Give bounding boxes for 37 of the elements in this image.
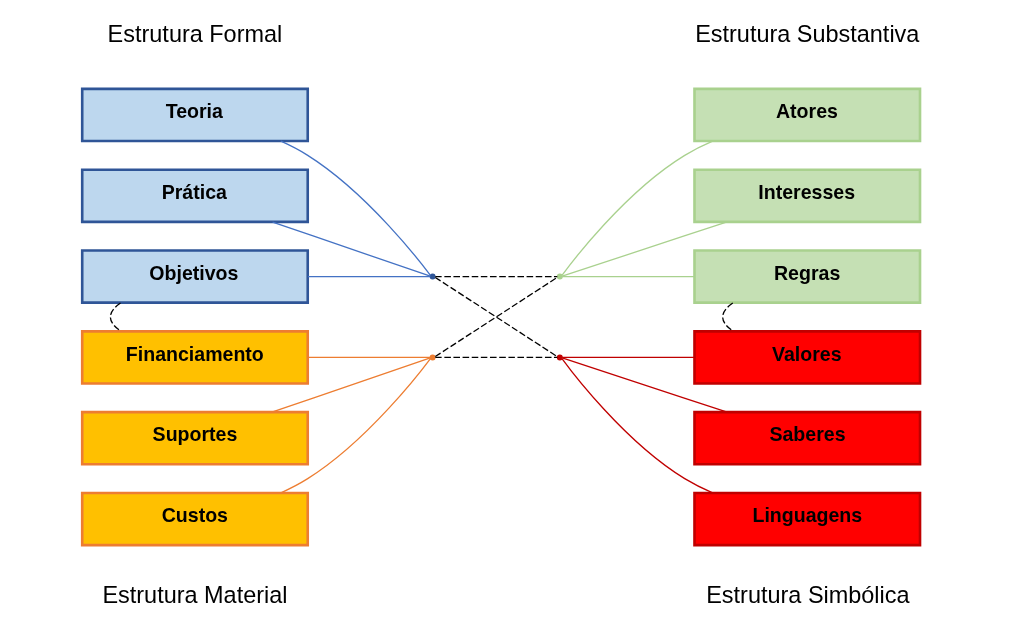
connector (561, 358, 713, 494)
node-box: Teoria (80, 87, 309, 143)
node-box: Objetivos (80, 249, 309, 304)
node-box: Suportes (80, 410, 309, 466)
connector (561, 140, 713, 276)
connector (306, 275, 431, 278)
connector (561, 356, 695, 359)
node-point (429, 354, 436, 361)
node-box: Linguagens (692, 491, 921, 547)
label: Estrutura Substantiva (694, 21, 919, 48)
connector (434, 356, 558, 359)
connector (561, 357, 727, 413)
connector (271, 357, 431, 413)
connector (306, 356, 431, 359)
node-box: Saberes (692, 410, 921, 466)
node-point (556, 354, 563, 361)
node-box: Custos (80, 491, 309, 547)
connector (561, 221, 727, 277)
label: Estrutura Simbólica (705, 582, 910, 608)
node-box: Prática (80, 168, 309, 224)
node-box: Interesses (692, 168, 921, 224)
node-box: Financiamento (80, 330, 309, 385)
connector (109, 302, 121, 332)
node-point (429, 273, 436, 280)
connector (279, 358, 431, 494)
label: Estrutura Formal (107, 21, 282, 48)
node-box: Valores (692, 330, 921, 385)
node-box: Regras (692, 249, 921, 304)
connector (561, 275, 695, 278)
label: Estrutura Material (101, 582, 288, 608)
connector (279, 140, 431, 276)
node-point (556, 273, 563, 280)
connector (271, 221, 431, 277)
connector (721, 302, 734, 332)
connector (434, 276, 558, 358)
node-box: Atores (692, 87, 921, 143)
connector (434, 275, 558, 278)
